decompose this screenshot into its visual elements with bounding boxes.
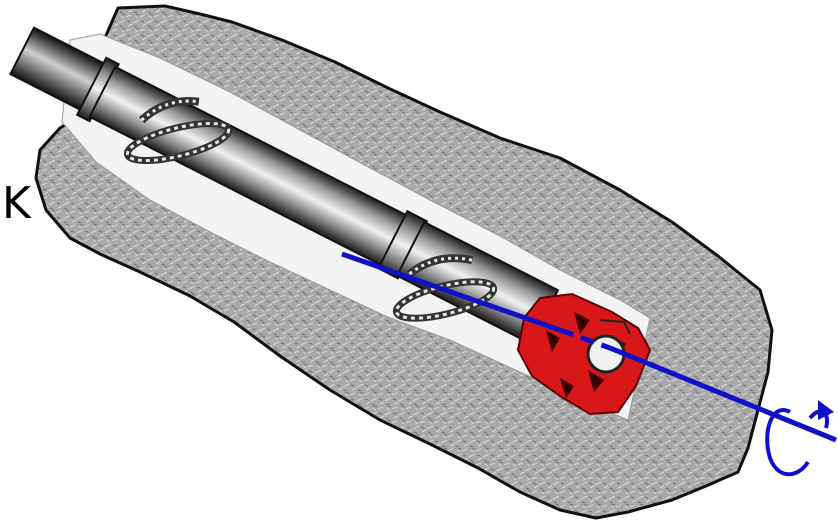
figure-label: K [2, 182, 31, 226]
